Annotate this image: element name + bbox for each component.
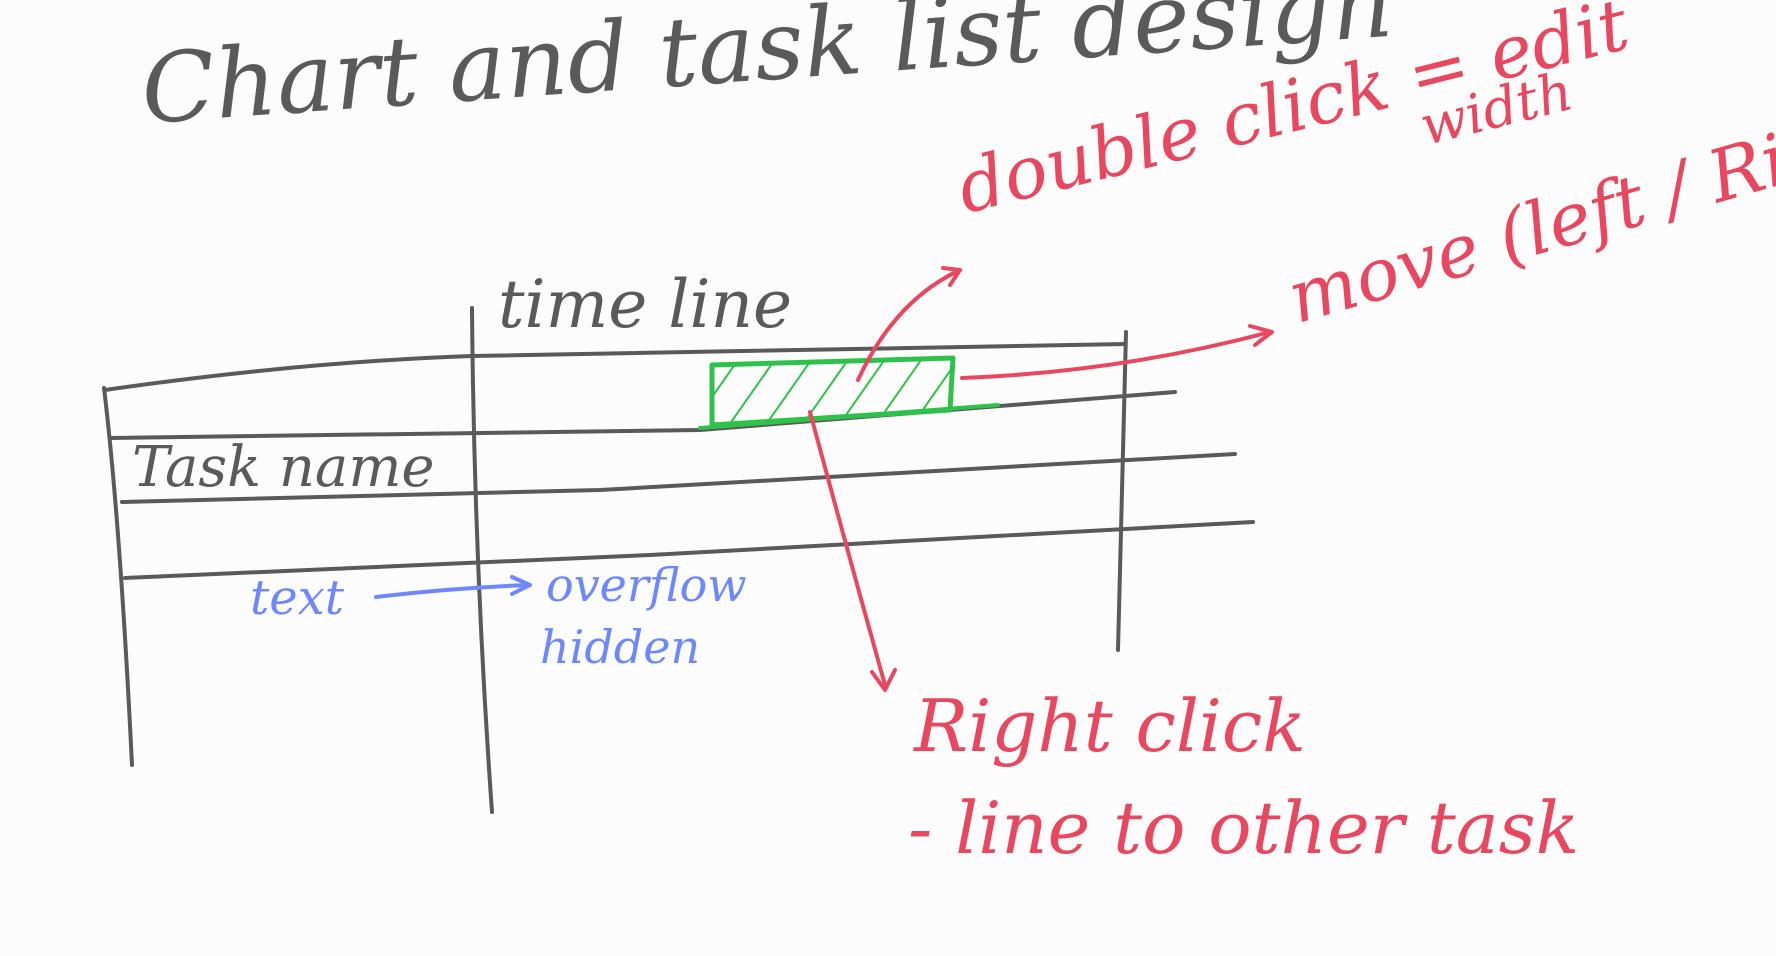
task-bar	[698, 355, 1000, 430]
task-name-column-label: Task name	[132, 435, 435, 500]
row-2-bottom-line	[123, 520, 1255, 580]
table-grid	[102, 306, 1255, 814]
overflow-note: overflow	[546, 558, 747, 612]
timeline-column-label: time line	[498, 266, 793, 343]
right-border-line	[1116, 330, 1128, 652]
right-click-arrow	[808, 410, 887, 687]
row-1-bottom-line	[120, 452, 1237, 504]
column-divider-line	[470, 306, 494, 814]
header-top-line	[103, 342, 1127, 392]
text-note: text	[250, 570, 345, 626]
header-bottom-line	[108, 390, 1177, 440]
overflow-arrow	[374, 575, 532, 599]
right-click-annotation: Right click	[914, 684, 1306, 768]
link-task-annotation: - line to other task	[908, 786, 1580, 870]
annotation-arrows	[808, 266, 1274, 692]
left-border-line	[102, 386, 134, 767]
hidden-note: hidden	[540, 620, 701, 674]
double-click-arrow	[856, 268, 962, 382]
move-arrow	[960, 330, 1272, 380]
